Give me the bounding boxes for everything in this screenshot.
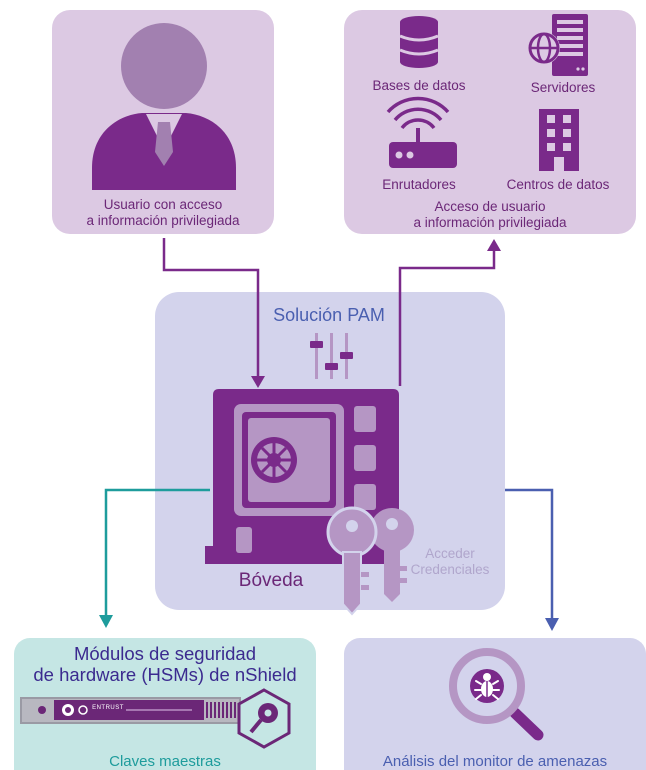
user-caption: Usuario con acceso a información privile… [52, 197, 274, 228]
hsm-device-brand: ENTRUST [92, 705, 124, 711]
arrow-user-to-vault [162, 238, 265, 388]
arrow-vault-to-hsm [99, 488, 210, 628]
database-icon [399, 16, 439, 68]
access-item-label-routers: Enrutadores [382, 177, 456, 192]
user-caption-line1: Usuario con acceso [103, 197, 223, 212]
keys-label-line1: Acceder [425, 546, 475, 561]
arrow-vault-to-threat [505, 488, 559, 631]
hsm-caption: Claves maestras [109, 753, 221, 770]
router-icon [386, 96, 457, 168]
vault-label: Bóveda [238, 570, 304, 591]
threat-caption: Análisis del monitor de amenazas [382, 753, 608, 770]
pam-title: Solución PAM [273, 305, 385, 325]
user-icon [92, 23, 236, 190]
keys-label-line2: Credenciales [410, 561, 490, 577]
access-item-label-servers: Servidores [530, 80, 596, 95]
user-caption-line2: a información privilegiada [86, 212, 240, 228]
data-center-icon [539, 109, 579, 171]
keys-label: Acceder Credenciales [400, 546, 500, 577]
server-icon [528, 14, 588, 76]
settings-sliders-icon [310, 333, 353, 379]
hsm-title-line1: Módulos de seguridad [73, 643, 257, 664]
vault-icon [205, 389, 399, 564]
key-hexagon-icon [237, 688, 291, 749]
hsm-title-line2: de hardware (HSMs) de nShield [33, 664, 297, 686]
access-item-label-data-centers: Centros de datos [506, 177, 610, 192]
access-item-label-databases: Bases de datos [372, 78, 466, 93]
hsm-device-icon [20, 697, 241, 724]
arrow-vault-to-access [398, 239, 501, 386]
magnifier-bug-icon [449, 648, 544, 741]
access-caption-line2: a información privilegiada [413, 214, 567, 230]
access-caption-line1: Acceso de usuario [434, 199, 546, 214]
keys-icon [326, 506, 414, 616]
access-caption: Acceso de usuario a información privileg… [344, 199, 636, 230]
hsm-title: Módulos de seguridad de hardware (HSMs) … [14, 643, 316, 686]
